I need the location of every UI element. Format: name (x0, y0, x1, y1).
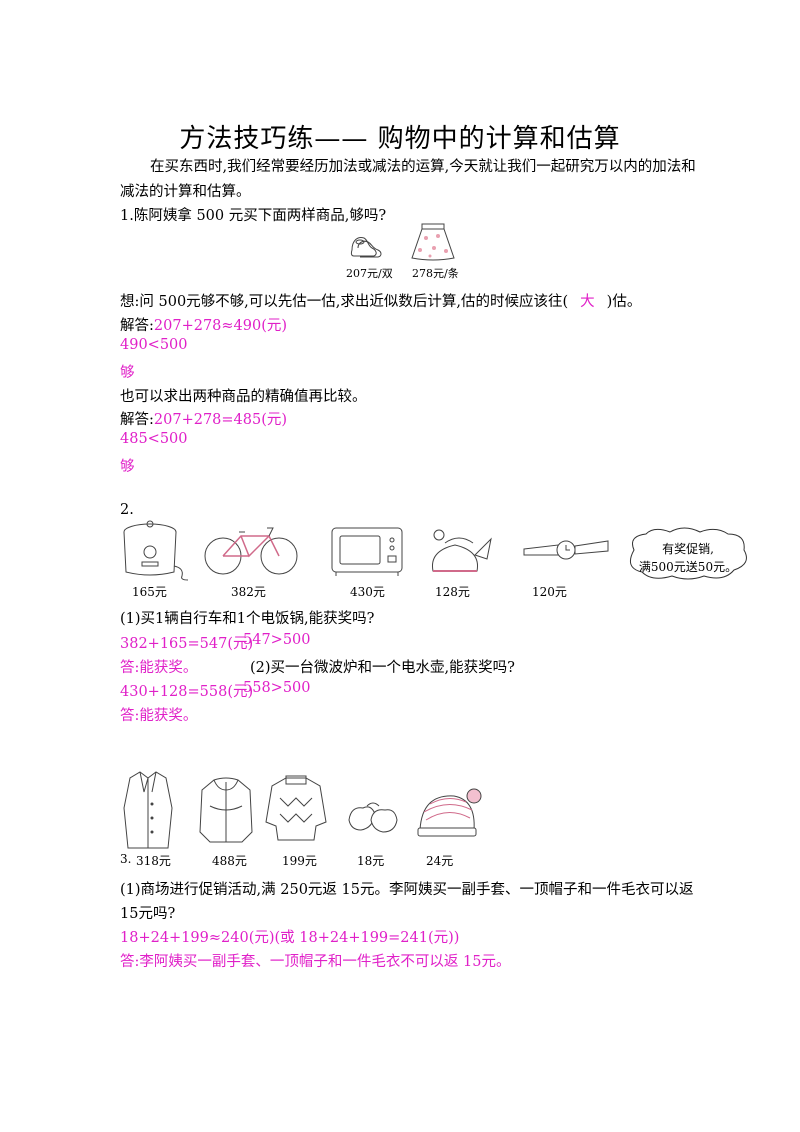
q1-think-answer: 大 (580, 294, 595, 310)
q2-price-microwave: 430元 (350, 585, 385, 599)
answer-label: 解答: (120, 318, 154, 334)
q1-answer-1: 解答:207+278≈490(元) (120, 314, 287, 335)
promo-bubble-line-1: 有奖促销, (662, 542, 714, 556)
answer-label: 解答: (120, 412, 154, 428)
q2-sub1-calc: 382+165=547(元) (120, 636, 254, 652)
q1-a2-result: 够 (120, 459, 135, 475)
q1-alt-text: 也可以求出两种商品的精确值再比较。 (120, 389, 367, 405)
bicycle-image (203, 522, 299, 578)
rice-cooker-image (118, 518, 190, 582)
promo-bubble-line-2: 满500元送50元。 (638, 560, 738, 574)
q1-item2-price: 278元/条 (412, 267, 459, 280)
q1-think-prefix: 想:问 500元够不够,可以先估一估,求出近似数后计算,估的时候应该往( (120, 294, 569, 310)
q2-price-watch: 120元 (532, 585, 567, 599)
q3-number: 3. (120, 852, 132, 866)
q1-item1-price: 207元/双 (346, 267, 393, 280)
q1-think-suffix: )估。 (606, 294, 642, 310)
q2-sub2-question: (2)买一台微波炉和一个电水壶,能获奖吗? (250, 660, 515, 676)
q3-price-jacket: 488元 (212, 854, 247, 868)
intro-line-1: 在买东西时,我们经常要经历加法或减法的运算,今天就让我们一起研究万以内的加法和 (150, 159, 696, 175)
q3-price-coat: 318元 (136, 854, 171, 868)
q2-sub2-answer: 答:能获奖。 (120, 708, 198, 724)
q3-sub1-answer: 答:李阿姨买一副手套、一顶帽子和一件毛衣不可以返 15元。 (120, 954, 511, 970)
q3-price-sweater: 199元 (282, 854, 317, 868)
q1-a2-compare: 485<500 (120, 431, 188, 447)
coat-image (120, 768, 176, 852)
gloves-image (345, 798, 401, 838)
q1-question: 1.陈阿姨拿 500 元买下面两样商品,够吗? (120, 208, 387, 224)
q1-a1-compare: 490<500 (120, 337, 188, 353)
q3-price-hat: 24元 (426, 854, 454, 868)
q2-price-rice-cooker: 165元 (132, 585, 167, 599)
q3-sub1-calc: 18+24+199≈240(元)(或 18+24+199=241(元)) (120, 930, 460, 946)
q3-sub1-line-2: 15元吗? (120, 906, 176, 922)
sweater-image (264, 774, 328, 844)
q3-price-gloves: 18元 (357, 854, 385, 868)
q2-price-bicycle: 382元 (231, 585, 266, 599)
q1-think: 想:问 500元够不够,可以先估一估,求出近似数后计算,估的时候应该往( 大 )估。 (120, 290, 641, 311)
intro-line-2: 减法的计算和估算。 (120, 184, 251, 200)
q2-price-kettle: 128元 (435, 585, 470, 599)
shoes-image (348, 228, 384, 262)
kettle-image (425, 525, 495, 575)
q2-number: 2. (120, 502, 134, 518)
jacket-image (196, 776, 256, 846)
q2-sub1-question: (1)买1辆自行车和1个电饭锅,能获奖吗? (120, 611, 375, 627)
page-title: 方法技巧练—— 购物中的计算和估算 (179, 124, 621, 154)
hat-image (414, 784, 484, 840)
q1-a1-calc: 207+278≈490(元) (153, 318, 288, 334)
q2-sub2-compare: 558>500 (243, 680, 311, 696)
promo-bubble (624, 526, 752, 582)
skirt-image (408, 222, 458, 262)
q2-sub1-answer: 答:能获奖。 (120, 660, 198, 676)
q2-sub1-compare: 547>500 (243, 632, 311, 648)
q3-sub1-line-1: (1)商场进行促销活动,满 250元返 15元。李阿姨买一副手套、一顶帽子和一件… (120, 882, 694, 898)
q1-answer-2: 解答:207+278=485(元) (120, 408, 287, 429)
q1-a1-result: 够 (120, 365, 135, 381)
microwave-image (330, 524, 406, 576)
q1-a2-calc: 207+278=485(元) (153, 412, 288, 428)
watch-image (520, 535, 612, 565)
q2-sub2-calc: 430+128=558(元) (120, 684, 254, 700)
